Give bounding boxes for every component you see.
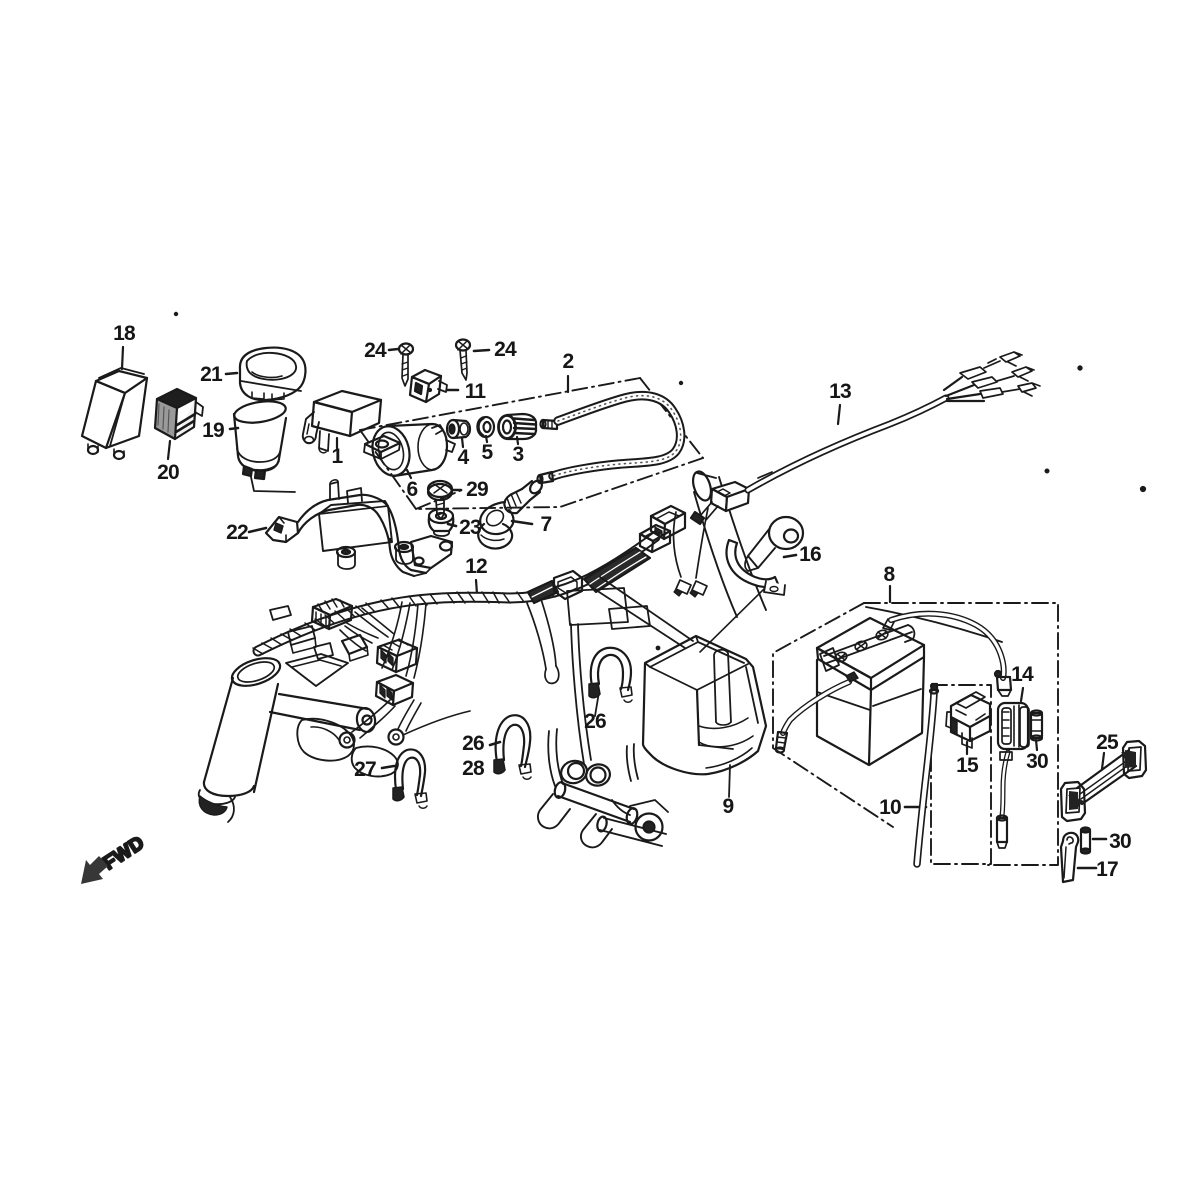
svg-text:17: 17 — [1096, 858, 1118, 881]
svg-text:14: 14 — [1011, 663, 1034, 686]
svg-text:11: 11 — [465, 380, 487, 403]
svg-text:4: 4 — [458, 446, 470, 469]
svg-text:26: 26 — [462, 732, 484, 755]
svg-text:15: 15 — [956, 754, 979, 777]
svg-text:21: 21 — [200, 363, 223, 386]
svg-text:20: 20 — [157, 461, 179, 484]
svg-text:10: 10 — [879, 796, 901, 819]
svg-text:8: 8 — [884, 563, 896, 586]
svg-text:23: 23 — [459, 516, 481, 539]
svg-text:27: 27 — [354, 758, 376, 781]
svg-text:26: 26 — [584, 710, 606, 733]
svg-text:1: 1 — [332, 445, 344, 468]
svg-text:13: 13 — [829, 380, 851, 403]
svg-text:12: 12 — [465, 555, 487, 578]
svg-text:3: 3 — [513, 443, 524, 466]
svg-text:30: 30 — [1026, 750, 1048, 773]
svg-text:7: 7 — [541, 513, 552, 536]
svg-text:30: 30 — [1109, 830, 1131, 853]
svg-text:24: 24 — [364, 339, 387, 362]
svg-text:9: 9 — [723, 795, 734, 818]
svg-text:6: 6 — [407, 478, 418, 501]
svg-text:16: 16 — [799, 543, 821, 566]
svg-text:25: 25 — [1096, 731, 1119, 754]
svg-text:2: 2 — [563, 350, 574, 373]
svg-text:22: 22 — [226, 521, 248, 544]
svg-text:29: 29 — [466, 478, 488, 501]
svg-text:19: 19 — [202, 419, 224, 442]
svg-text:28: 28 — [462, 757, 485, 780]
svg-text:5: 5 — [482, 441, 494, 464]
svg-text:24: 24 — [494, 338, 517, 361]
svg-text:18: 18 — [113, 322, 136, 345]
